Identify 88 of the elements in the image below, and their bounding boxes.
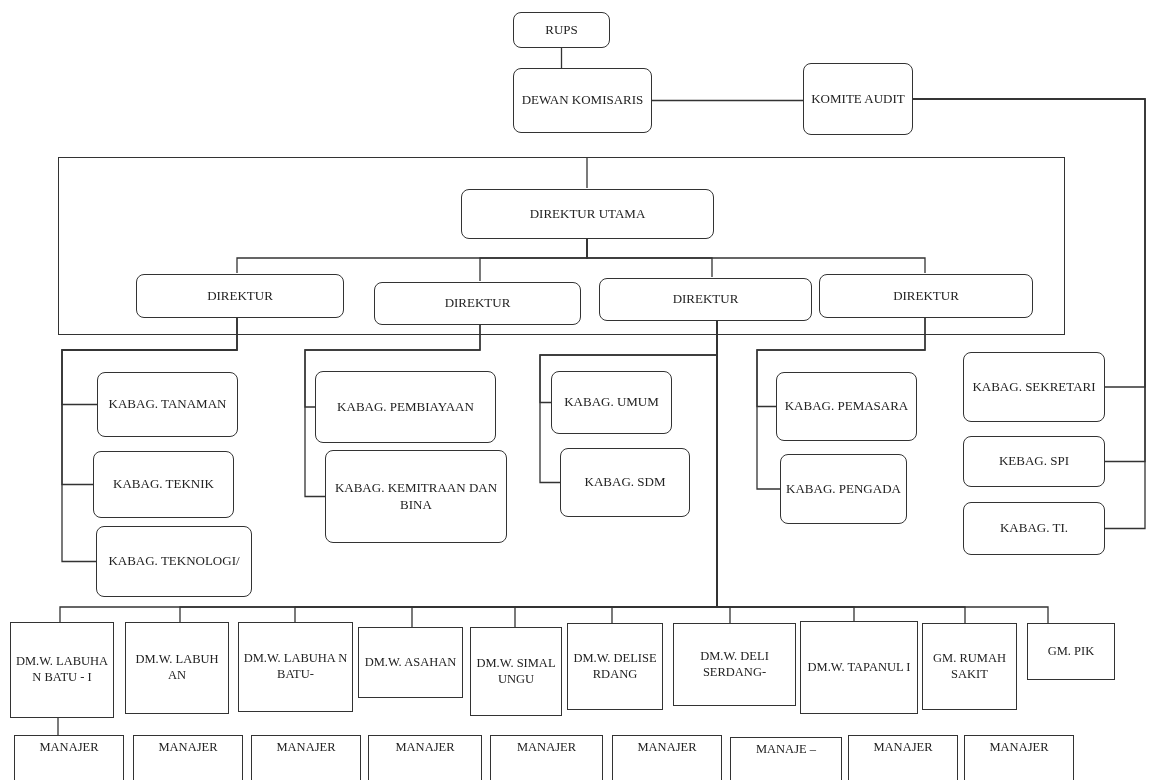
org-box [133, 735, 243, 780]
position-title: DIREKTUR [206, 287, 274, 305]
position-title: DM.W. DELI SERDANG- [699, 648, 770, 681]
position-title: KABAG. PEMBIAYAAN [336, 398, 475, 416]
position-title: MANAJER [872, 740, 934, 756]
connector-line [912, 98, 1146, 530]
org-box [730, 737, 842, 780]
org-box [776, 372, 917, 441]
position-title: KABAG. SDM [583, 474, 667, 491]
position-title: KABAG. SEKRETARI [971, 378, 1097, 396]
position-title: GM. RUMAH SAKIT [932, 650, 1007, 683]
org-box [922, 623, 1017, 710]
org-box [963, 436, 1105, 487]
org-box [358, 627, 463, 698]
position-title: MANAJER [38, 740, 100, 756]
position-title: KOMITE AUDIT [810, 90, 906, 108]
org-box [513, 68, 652, 133]
org-box [612, 735, 722, 780]
org-box [513, 12, 610, 48]
position-title: DIREKTUR UTAMA [528, 205, 647, 223]
org-box [963, 352, 1105, 422]
org-box [136, 274, 344, 318]
position-title: KABAG. TEKNIK [112, 476, 215, 493]
org-box [490, 735, 603, 780]
org-box [251, 735, 361, 780]
org-box [96, 526, 252, 597]
org-box [800, 621, 918, 714]
org-box [10, 622, 114, 718]
position-title: DM.W. SIMAL UNGU [475, 655, 557, 688]
connector-line [756, 316, 926, 490]
position-title: MANAJER [275, 740, 337, 756]
position-title: DM.W. LABUHA N BATU - I [14, 654, 110, 686]
group-frame [58, 157, 1065, 335]
position-title: DM.W. ASAHAN [363, 654, 458, 671]
org-box [819, 274, 1033, 318]
org-box [125, 622, 229, 714]
position-title: KABAG. PENGADA [785, 480, 902, 498]
position-title: MANAJER [988, 740, 1050, 756]
position-title: MANAJER [394, 740, 456, 756]
connector-line [586, 156, 588, 189]
org-box [964, 735, 1074, 780]
org-box [567, 623, 663, 710]
org-box [368, 735, 482, 780]
org-box [780, 454, 907, 524]
position-title: GM. PIK [1046, 643, 1096, 660]
position-title: KABAG. TI. [999, 520, 1069, 537]
position-title: MANAJER [515, 740, 577, 756]
org-box [325, 450, 507, 543]
org-box [238, 622, 353, 712]
position-title: DIREKTUR [671, 291, 740, 308]
org-box [374, 282, 581, 325]
org-box [673, 623, 796, 706]
position-title: KABAG. TANAMAN [107, 396, 228, 413]
connector-line [560, 47, 563, 69]
org-box [93, 451, 234, 518]
position-title: MANAJER [636, 740, 698, 756]
position-title: DEWAN KOMISARIS [520, 92, 645, 109]
org-box [560, 448, 690, 517]
org-box [315, 371, 496, 443]
position-title: DM.W. TAPANUL I [806, 659, 912, 676]
org-box [461, 189, 714, 239]
position-title: KABAG. KEMITRAAN DAN BINA [333, 480, 499, 513]
connector-line [651, 99, 804, 102]
org-box [470, 627, 562, 716]
org-box [551, 371, 672, 434]
position-title: MANAJE – [754, 742, 818, 758]
connector-line [57, 717, 59, 736]
connector-line [304, 323, 481, 498]
position-title: DM.W. LABUH AN [134, 652, 220, 684]
position-title: KABAG. UMUM [563, 394, 660, 411]
position-title: DM.W. DELISE RDANG [572, 650, 658, 683]
org-box [599, 278, 812, 321]
connector-line [61, 316, 238, 563]
position-title: DIREKTUR [443, 295, 512, 312]
org-box [848, 735, 958, 780]
org-box [14, 735, 124, 780]
org-box [803, 63, 913, 135]
org-box [1027, 623, 1115, 680]
position-title: MANAJER [157, 740, 219, 756]
org-box [963, 502, 1105, 555]
position-title: KABAG. PEMASARA [783, 398, 910, 415]
position-title: RUPS [544, 21, 579, 39]
position-title: DIREKTUR [892, 287, 960, 305]
org-box [97, 372, 238, 437]
position-title: KABAG. TEKNOLOGI/ [107, 553, 241, 570]
connector-line [586, 237, 926, 274]
position-title: DM.W. LABUHA N BATU- [242, 651, 349, 683]
position-title: KEBAG. SPI [997, 453, 1071, 470]
